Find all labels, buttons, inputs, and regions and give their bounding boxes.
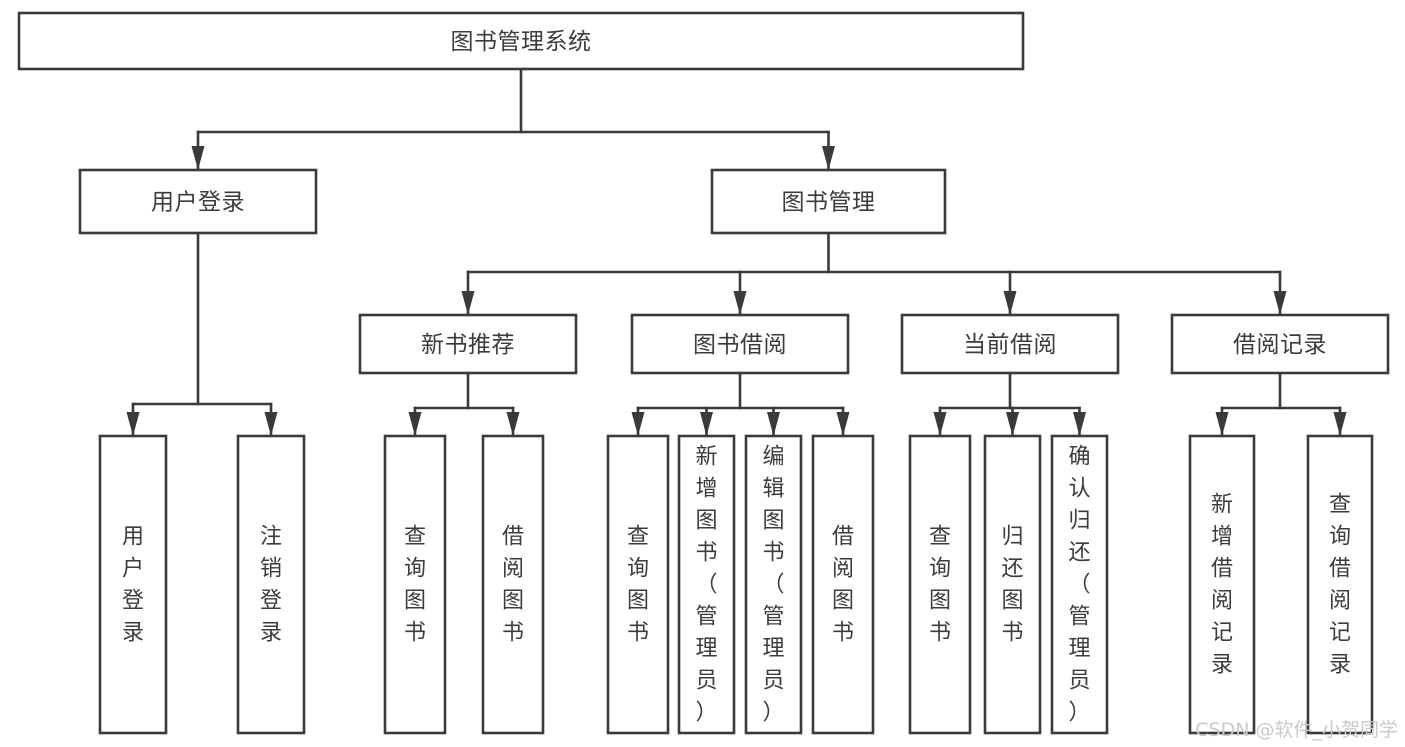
node-level3[interactable]: 新书推荐 xyxy=(358,313,578,375)
node-leaf[interactable]: 注销登录 xyxy=(236,434,306,735)
node-box[interactable] xyxy=(383,434,447,735)
node-leaf[interactable]: 查询图书 xyxy=(383,434,447,735)
arrow-head-icon xyxy=(126,412,140,436)
node-leaf[interactable]: 查询借阅记录 xyxy=(1306,434,1374,735)
watermark-text: CSDN @软件_小贺同学 xyxy=(1195,719,1398,741)
node-box[interactable] xyxy=(1050,434,1109,735)
node-leaf[interactable]: 查询图书 xyxy=(908,434,972,735)
node-box[interactable] xyxy=(900,313,1120,375)
arrow-head-icon xyxy=(767,412,780,436)
arrow-head-icon xyxy=(733,291,747,315)
node-level3[interactable]: 图书借阅 xyxy=(630,313,850,375)
node-label: 查询图书 xyxy=(404,524,426,645)
node-level3[interactable]: 借阅记录 xyxy=(1170,313,1390,375)
arrow-head-icon xyxy=(264,412,278,436)
node-box[interactable] xyxy=(908,434,972,735)
arrow-head-icon xyxy=(191,146,205,170)
arrow-head-icon xyxy=(1273,291,1287,315)
node-label: 归还图书 xyxy=(1001,524,1023,645)
node-box[interactable] xyxy=(98,434,168,735)
node-layer: 图书管理系统用户登录图书管理新书推荐图书借阅当前借阅借阅记录用户登录注销登录查询… xyxy=(17,11,1390,735)
node-root[interactable]: 图书管理系统 xyxy=(17,11,1025,71)
node-box[interactable] xyxy=(744,434,803,735)
arrow-head-icon xyxy=(933,412,947,436)
node-box[interactable] xyxy=(677,434,736,735)
node-leaf[interactable]: 新增借阅记录 xyxy=(1188,434,1256,735)
node-label: 查询图书 xyxy=(929,524,951,645)
node-label: 新增图书（管理员） xyxy=(695,444,717,725)
arrow-head-icon xyxy=(461,291,475,315)
node-label: 当前借阅 xyxy=(963,332,1057,358)
arrow-head-icon xyxy=(1006,412,1019,436)
node-leaf[interactable]: 编辑图书（管理员） xyxy=(744,434,803,735)
arrow-head-icon xyxy=(506,412,520,436)
node-leaf[interactable]: 借阅图书 xyxy=(481,434,545,735)
node-label: 新增借阅记录 xyxy=(1211,492,1233,677)
node-box[interactable] xyxy=(358,313,578,375)
node-level2[interactable]: 用户登录 xyxy=(78,168,318,235)
node-box[interactable] xyxy=(17,11,1025,71)
node-label: 编辑图书（管理员） xyxy=(762,444,784,725)
node-leaf[interactable]: 借阅图书 xyxy=(811,434,875,735)
node-box[interactable] xyxy=(1306,434,1374,735)
arrow-head-icon xyxy=(408,412,422,436)
arrow-head-icon xyxy=(1073,412,1086,436)
node-box[interactable] xyxy=(606,434,670,735)
node-box[interactable] xyxy=(710,168,947,235)
node-label: 用户登录 xyxy=(151,190,245,216)
connector-layer xyxy=(126,67,1347,438)
node-label: 借阅图书 xyxy=(832,524,854,645)
node-label: 用户登录 xyxy=(122,524,144,645)
node-label: 图书管理 xyxy=(782,190,876,216)
arrow-head-icon xyxy=(631,412,645,436)
node-box[interactable] xyxy=(481,434,545,735)
arrow-head-icon xyxy=(700,412,713,436)
node-label: 注销登录 xyxy=(260,524,282,645)
node-leaf[interactable]: 新增图书（管理员） xyxy=(677,434,736,735)
node-label: 查询图书 xyxy=(627,524,649,645)
node-leaf[interactable]: 查询图书 xyxy=(606,434,670,735)
node-box[interactable] xyxy=(983,434,1042,735)
node-box[interactable] xyxy=(236,434,306,735)
arrow-head-icon xyxy=(1215,412,1229,436)
node-box[interactable] xyxy=(811,434,875,735)
node-label: 新书推荐 xyxy=(421,332,515,358)
arrow-head-icon xyxy=(822,146,835,170)
node-label: 查询借阅记录 xyxy=(1329,492,1351,677)
node-box[interactable] xyxy=(1170,313,1390,375)
node-leaf[interactable]: 归还图书 xyxy=(983,434,1042,735)
node-leaf[interactable]: 用户登录 xyxy=(98,434,168,735)
node-level3[interactable]: 当前借阅 xyxy=(900,313,1120,375)
arrow-head-icon xyxy=(836,412,850,436)
node-box[interactable] xyxy=(1188,434,1256,735)
arrow-head-icon xyxy=(1333,412,1347,436)
node-label: 借阅图书 xyxy=(502,524,524,645)
node-box[interactable] xyxy=(78,168,318,235)
node-label: 借阅记录 xyxy=(1233,332,1327,358)
node-label: 确认归还（管理员） xyxy=(1068,444,1090,725)
arrow-head-icon xyxy=(1003,291,1017,315)
node-level2[interactable]: 图书管理 xyxy=(710,168,947,235)
node-leaf[interactable]: 确认归还（管理员） xyxy=(1050,434,1109,735)
node-box[interactable] xyxy=(630,313,850,375)
node-label: 图书借阅 xyxy=(693,332,787,358)
node-label: 图书管理系统 xyxy=(451,29,592,55)
